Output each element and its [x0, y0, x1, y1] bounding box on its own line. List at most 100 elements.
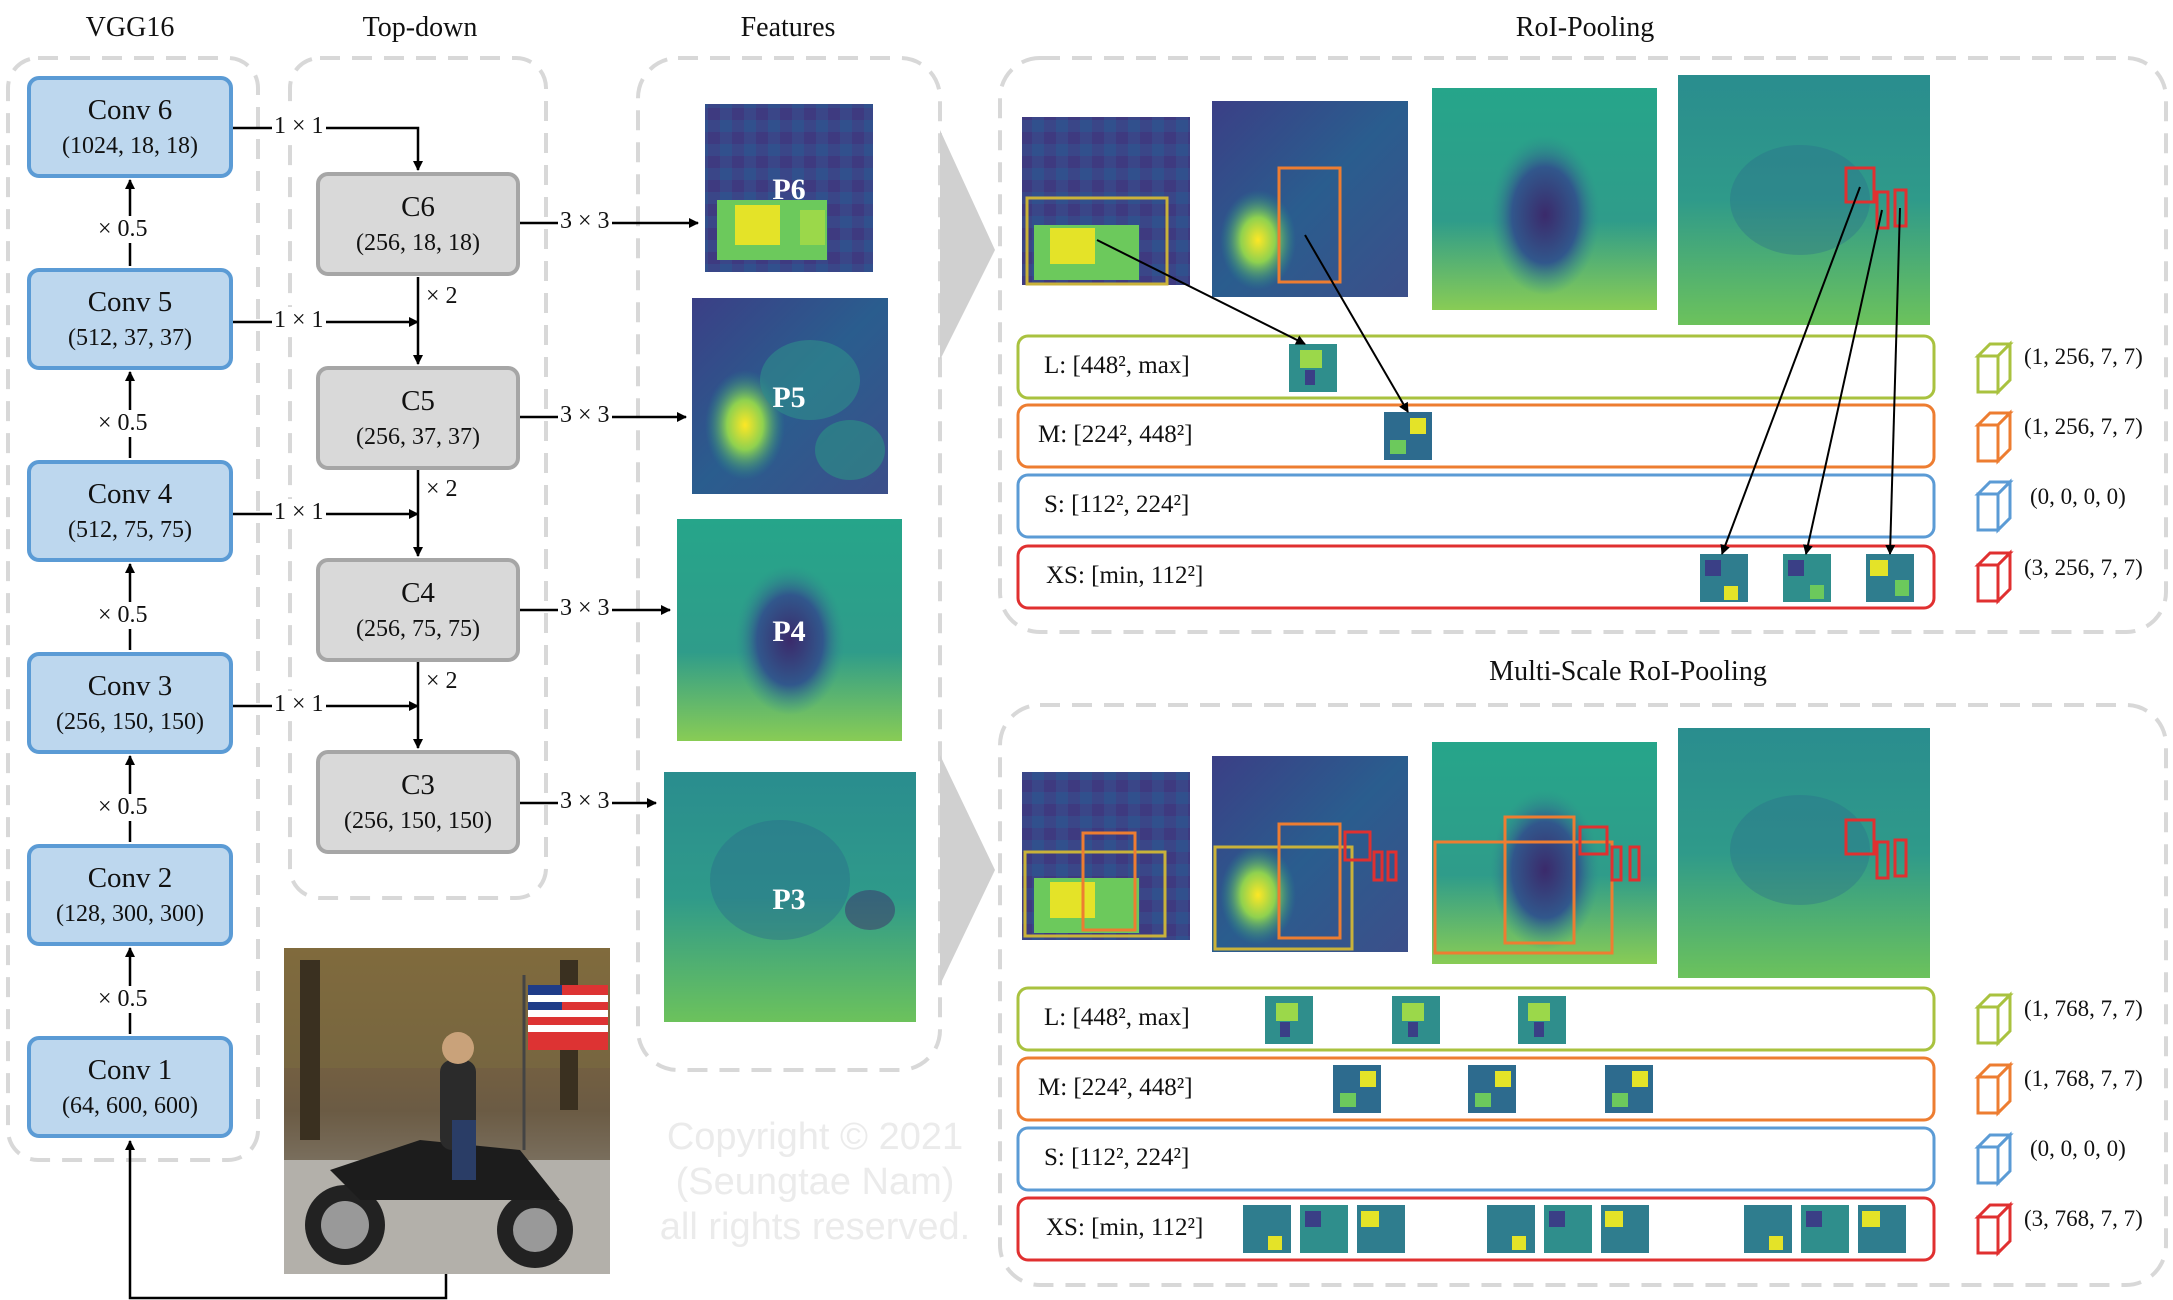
header-topdown: Top-down	[362, 12, 478, 43]
ms-pooled-m	[1333, 1065, 1653, 1113]
c3-block: C3 (256, 150, 150)	[316, 750, 520, 854]
conv3-block: Conv 3 (256, 150, 150)	[27, 652, 233, 754]
roi-row-m	[1016, 403, 1936, 469]
smooth-label: 3 × 3	[558, 402, 612, 429]
downsample-label: × 0.5	[96, 216, 150, 243]
block-shape: (256, 150, 150)	[56, 709, 204, 735]
block-name: C5	[401, 385, 435, 417]
roi-map-p6	[1022, 117, 1190, 286]
arrow-roi-l	[1096, 239, 1306, 345]
roi-map-p5	[1212, 101, 1408, 297]
downsample-label: × 0.5	[96, 794, 150, 821]
feature-map-p3	[664, 772, 916, 1022]
roi-tensor-s: (0, 0, 0, 0)	[2030, 484, 2126, 509]
chevron-arrow-top	[940, 130, 995, 360]
msroi-row-label-l: L: [448², max]	[1044, 1004, 1190, 1031]
lateral-label: 1 × 1	[272, 307, 326, 334]
block-name: C3	[401, 769, 435, 801]
p4-label: P4	[772, 615, 806, 648]
roi-row-s	[1016, 473, 1936, 539]
msroi-map-p3	[1678, 728, 1930, 978]
block-name: Conv 3	[87, 670, 173, 702]
chevron-arrow-bottom	[940, 755, 995, 985]
downsample-label: × 0.5	[96, 986, 150, 1013]
conv2-block: Conv 2 (128, 300, 300)	[27, 844, 233, 946]
roi-tensor-xs: (3, 256, 7, 7)	[2024, 555, 2143, 580]
c5-block: C5 (256, 37, 37)	[316, 366, 520, 470]
msroi-row-label-s: S: [112², 224²]	[1044, 1144, 1190, 1171]
block-shape: (512, 75, 75)	[68, 517, 192, 543]
roi-row-label-l: L: [448², max]	[1044, 352, 1190, 379]
cube-icon-l-top	[1974, 340, 2014, 396]
arrow-roi-xs-3	[1885, 207, 1901, 555]
smooth-label: 3 × 3	[558, 208, 612, 235]
cube-icon-m-top	[1974, 409, 2014, 465]
pooled-patch-m	[1384, 412, 1432, 460]
block-shape: (128, 300, 300)	[56, 901, 204, 927]
conv4-block: Conv 4 (512, 75, 75)	[27, 460, 233, 562]
upsample-label: × 2	[424, 476, 460, 503]
arrow-input-conv1	[125, 1140, 448, 1300]
vgg-group-frame	[6, 56, 260, 1162]
pooled-patch-l	[1289, 344, 1337, 392]
msroi-row-s	[1016, 1126, 1936, 1192]
pooled-patch-xs-1	[1700, 554, 1748, 602]
feature-map-p5	[692, 298, 888, 494]
roi-map-p3	[1678, 75, 1930, 325]
p5-label: P5	[772, 381, 806, 414]
block-shape: (256, 150, 150)	[344, 808, 492, 834]
pooled-patch-xs-2	[1783, 554, 1831, 602]
msroi-row-l	[1016, 986, 1936, 1052]
msroi-map-p6	[1022, 772, 1190, 940]
lateral-label: 1 × 1	[272, 499, 326, 526]
block-name: Conv 5	[87, 286, 173, 318]
header-features: Features	[740, 12, 836, 43]
arrow-roi-m	[1304, 234, 1409, 413]
roi-group-frame	[998, 56, 2168, 634]
roi-row-label-m: M: [224², 448²]	[1038, 421, 1193, 448]
feature-map-p4	[677, 519, 902, 741]
cube-icon-s-top	[1974, 478, 2014, 534]
cube-icon-xs-top	[1974, 549, 2014, 605]
block-shape: (256, 37, 37)	[356, 424, 480, 450]
msroi-group-frame	[998, 703, 2168, 1287]
msroi-tensor-l: (1, 768, 7, 7)	[2024, 996, 2143, 1021]
block-name: Conv 1	[87, 1054, 173, 1086]
roi-tensor-m: (1, 256, 7, 7)	[2024, 414, 2143, 439]
roi-tensor-l: (1, 256, 7, 7)	[2024, 344, 2143, 369]
c6-block: C6 (256, 18, 18)	[316, 172, 520, 276]
block-shape: (64, 600, 600)	[62, 1093, 198, 1119]
p6-label: P6	[772, 173, 806, 206]
lateral-label: 1 × 1	[272, 113, 326, 140]
block-name: Conv 2	[87, 862, 173, 894]
watermark-line: (Seungtae Nam)	[675, 1161, 955, 1203]
watermark-line: Copyright © 2021	[666, 1116, 964, 1158]
block-shape: (256, 18, 18)	[356, 230, 480, 256]
cube-icon-l-bottom	[1974, 991, 2014, 1047]
block-name: Conv 4	[87, 478, 173, 510]
cube-icon-s-bottom	[1974, 1131, 2014, 1187]
block-shape: (1024, 18, 18)	[62, 133, 198, 159]
p3-label: P3	[772, 883, 806, 916]
downsample-label: × 0.5	[96, 602, 150, 629]
header-roi-pooling: RoI-Pooling	[1515, 12, 1655, 43]
roi-map-p4	[1432, 88, 1657, 310]
arrow-roi-xs-1	[1720, 186, 1861, 555]
header-multiscale-roi-pooling: Multi-Scale RoI-Pooling	[1489, 656, 1767, 687]
roi-row-label-xs: XS: [min, 112²]	[1046, 562, 1204, 589]
features-group-frame	[636, 56, 942, 1072]
ms-pooled-l	[1265, 996, 1566, 1044]
block-shape: (256, 75, 75)	[356, 616, 480, 642]
upsample-label: × 2	[424, 668, 460, 695]
conv1-block: Conv 1 (64, 600, 600)	[27, 1036, 233, 1138]
header-vgg16: VGG16	[85, 12, 175, 43]
cube-icon-m-bottom	[1974, 1061, 2014, 1117]
cube-icon-xs-bottom	[1974, 1201, 2014, 1257]
upsample-label: × 2	[424, 283, 460, 310]
msroi-tensor-xs: (3, 768, 7, 7)	[2024, 1206, 2143, 1231]
msroi-row-label-m: M: [224², 448²]	[1038, 1074, 1193, 1101]
input-image	[284, 948, 610, 1274]
smooth-label: 3 × 3	[558, 595, 612, 622]
roi-row-l	[1016, 334, 1936, 400]
